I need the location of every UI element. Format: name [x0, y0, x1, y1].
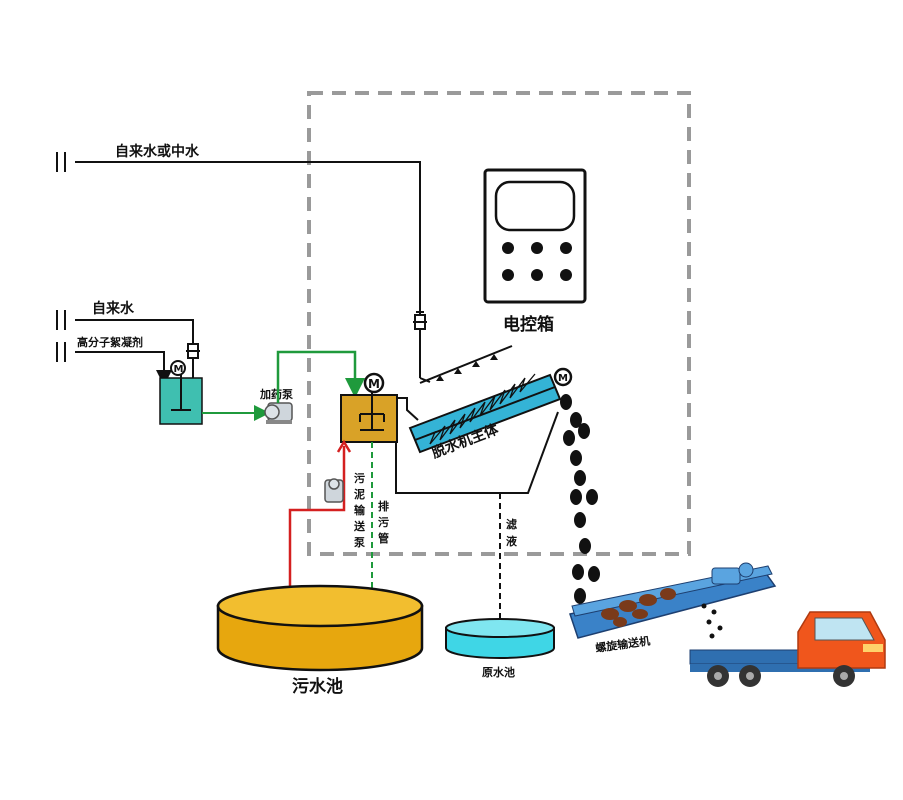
water-valve-icon — [413, 311, 427, 330]
sewage-tank: 污水池 — [216, 584, 424, 697]
filtrate-label-1: 滤 — [506, 517, 517, 531]
sludge-pump-label: 污 泥 输 送 泵 — [353, 471, 366, 549]
drain-pipe-char-3: 管 — [378, 531, 389, 545]
dosing-pump-label: 加药泵 — [259, 387, 293, 401]
sludge-transfer-line — [288, 439, 352, 616]
sludge-pump-icon — [324, 478, 344, 503]
sludge-pump-char-3: 输 — [354, 503, 366, 517]
dosing-pump-icon — [264, 402, 293, 424]
dewatering-motor-icon — [553, 367, 573, 387]
sludge-pump-char-1: 污 — [354, 471, 365, 485]
raw-water-tank: 原水池 — [445, 618, 555, 679]
filtrate-collector: 滤 液 — [395, 411, 559, 636]
sewage-tank-label: 污水池 — [292, 676, 343, 697]
sludge-cake-drops — [560, 394, 600, 604]
sludge-pump-char-2: 泥 — [354, 488, 365, 501]
tap-or-reclaimed-water-line: 自来水或中水 — [56, 143, 427, 378]
dump-truck-icon — [689, 611, 886, 687]
dosing-motor-symbol: M — [174, 364, 184, 375]
sludge-pump-char-4: 送 — [353, 519, 366, 533]
drain-pipe-char-1: 排 — [378, 499, 389, 513]
mixer-motor-symbol: M — [368, 377, 380, 391]
tap-or-reclaimed-water-label: 自来水或中水 — [115, 143, 200, 160]
dosing-pump: 加药泵 — [202, 350, 365, 424]
drain-pipe: 排 污 管 — [364, 442, 389, 612]
mixing-tank: M — [340, 372, 419, 443]
control-box: 电控箱 — [483, 168, 587, 335]
spray-bar — [419, 345, 513, 384]
drain-pipe-char-2: 污 — [378, 515, 389, 529]
dosing-mixer-motor-icon — [170, 360, 186, 376]
tap-water-line: 自来水 — [56, 300, 200, 378]
control-box-label: 电控箱 — [503, 314, 554, 335]
screw-conveyor-label: 螺旋输送机 — [594, 633, 650, 655]
polymer-flocculant-line: 高分子絮凝剂 — [56, 335, 172, 386]
filtrate-label-2: 液 — [506, 534, 518, 548]
dewatering-machine-body: M 脱水机主体 — [408, 367, 573, 462]
mixer-motor-icon — [363, 372, 385, 394]
raw-water-tank-label: 原水池 — [482, 665, 515, 679]
screw-conveyor: 螺旋输送机 — [569, 562, 777, 655]
dosing-tank: M — [159, 360, 203, 425]
tap-water-valve-icon — [186, 343, 200, 359]
sludge-pump-char-5: 泵 — [354, 536, 365, 549]
tap-water-label: 自来水 — [92, 300, 135, 317]
polymer-flocculant-label: 高分子絮凝剂 — [77, 335, 143, 349]
dewatering-motor-symbol: M — [558, 373, 568, 384]
equipment-boundary-frame — [307, 91, 691, 556]
